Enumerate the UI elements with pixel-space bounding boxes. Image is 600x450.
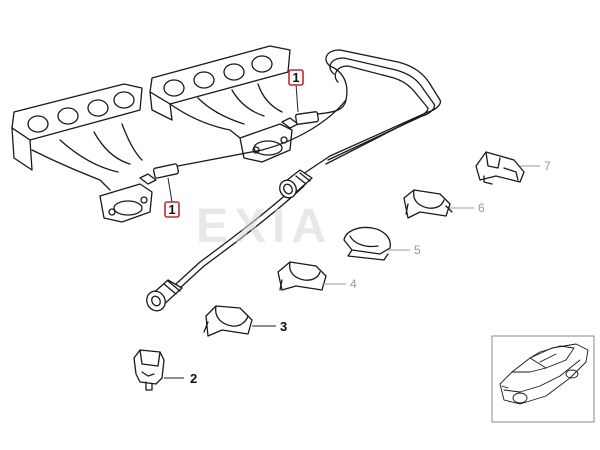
vehicle-inset — [491, 335, 595, 423]
clip-part-6 — [403, 189, 453, 219]
callout-1-upper: 1 — [288, 69, 304, 86]
callout-5: 5 — [414, 243, 421, 257]
callout-1-lower: 1 — [164, 201, 180, 218]
callout-4: 4 — [350, 277, 357, 291]
connector-upper — [279, 169, 313, 199]
exhaust-manifold-rear — [149, 45, 293, 163]
watermark-text: EXIA — [196, 200, 332, 253]
svg-text:1: 1 — [292, 70, 299, 85]
callout-2: 2 — [190, 371, 197, 386]
sensor-wire-harness — [175, 49, 442, 289]
clip-part-3 — [203, 305, 253, 337]
clip-part-4 — [277, 261, 327, 291]
oxygen-sensor-lower — [139, 149, 263, 185]
callout-leaders — [164, 83, 540, 379]
callout-6: 6 — [478, 201, 485, 215]
callout-7: 7 — [544, 159, 551, 173]
connector-lower — [146, 279, 183, 312]
clip-part-5 — [343, 226, 391, 261]
svg-text:1: 1 — [168, 202, 175, 217]
clip-part-7 — [475, 151, 525, 185]
exhaust-manifold-front — [11, 83, 153, 223]
callout-3: 3 — [280, 319, 287, 334]
clip-part-2 — [133, 349, 165, 391]
car-icon — [499, 343, 589, 405]
